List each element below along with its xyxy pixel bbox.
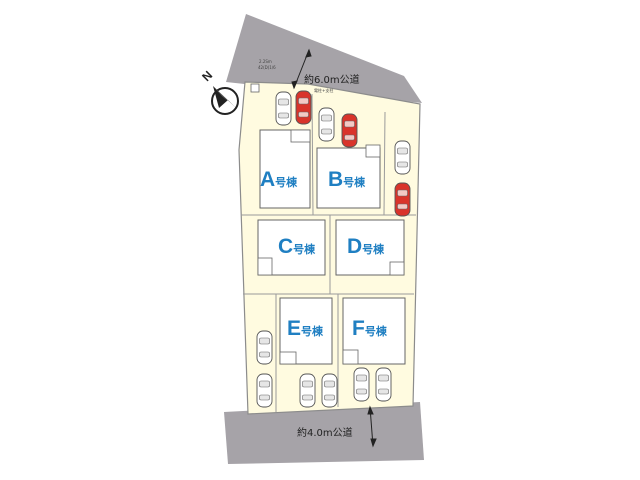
corner-note-2: 42(D)1/6 bbox=[258, 65, 276, 70]
car-icon bbox=[394, 140, 411, 175]
unit-label-d: D号棟 bbox=[347, 235, 385, 258]
parking-cars bbox=[256, 90, 411, 408]
car-icon bbox=[295, 90, 312, 125]
north-road-label: 約6.0m公道 bbox=[304, 73, 360, 86]
car-icon bbox=[394, 182, 411, 217]
north-road-width-arrow bbox=[291, 48, 312, 90]
north-letter: N bbox=[199, 68, 215, 84]
car-icon bbox=[318, 107, 335, 142]
car-icon bbox=[275, 91, 292, 126]
lot-dividers bbox=[241, 93, 416, 412]
building-a bbox=[259, 129, 311, 209]
utility-box bbox=[250, 83, 260, 93]
north-road bbox=[226, 14, 422, 103]
car-icon bbox=[341, 113, 358, 148]
unit-label-a: A号棟 bbox=[260, 168, 298, 191]
south-road bbox=[224, 402, 424, 464]
corner-note-1: 2.2Sm bbox=[259, 59, 272, 64]
car-icon bbox=[321, 373, 338, 408]
building-f bbox=[342, 297, 406, 365]
building-c bbox=[257, 219, 326, 276]
unit-label-e: E号棟 bbox=[287, 317, 324, 340]
unit-label-f: F号棟 bbox=[352, 317, 388, 340]
car-icon bbox=[299, 373, 316, 408]
unit-label-c: C号棟 bbox=[278, 235, 316, 258]
building-d bbox=[335, 219, 405, 276]
pole-note: 電柱+支柱 bbox=[314, 87, 333, 93]
unit-label-b: B号棟 bbox=[328, 168, 366, 191]
south-road-width-arrow bbox=[367, 405, 377, 448]
car-icon bbox=[256, 373, 273, 408]
south-road-label: 約4.0m公道 bbox=[297, 426, 353, 439]
car-icon bbox=[353, 367, 370, 402]
building-e bbox=[279, 297, 333, 365]
building-b bbox=[316, 144, 381, 209]
car-icon bbox=[375, 367, 392, 402]
car-icon bbox=[256, 330, 273, 365]
north-arrow-icon bbox=[211, 86, 239, 115]
